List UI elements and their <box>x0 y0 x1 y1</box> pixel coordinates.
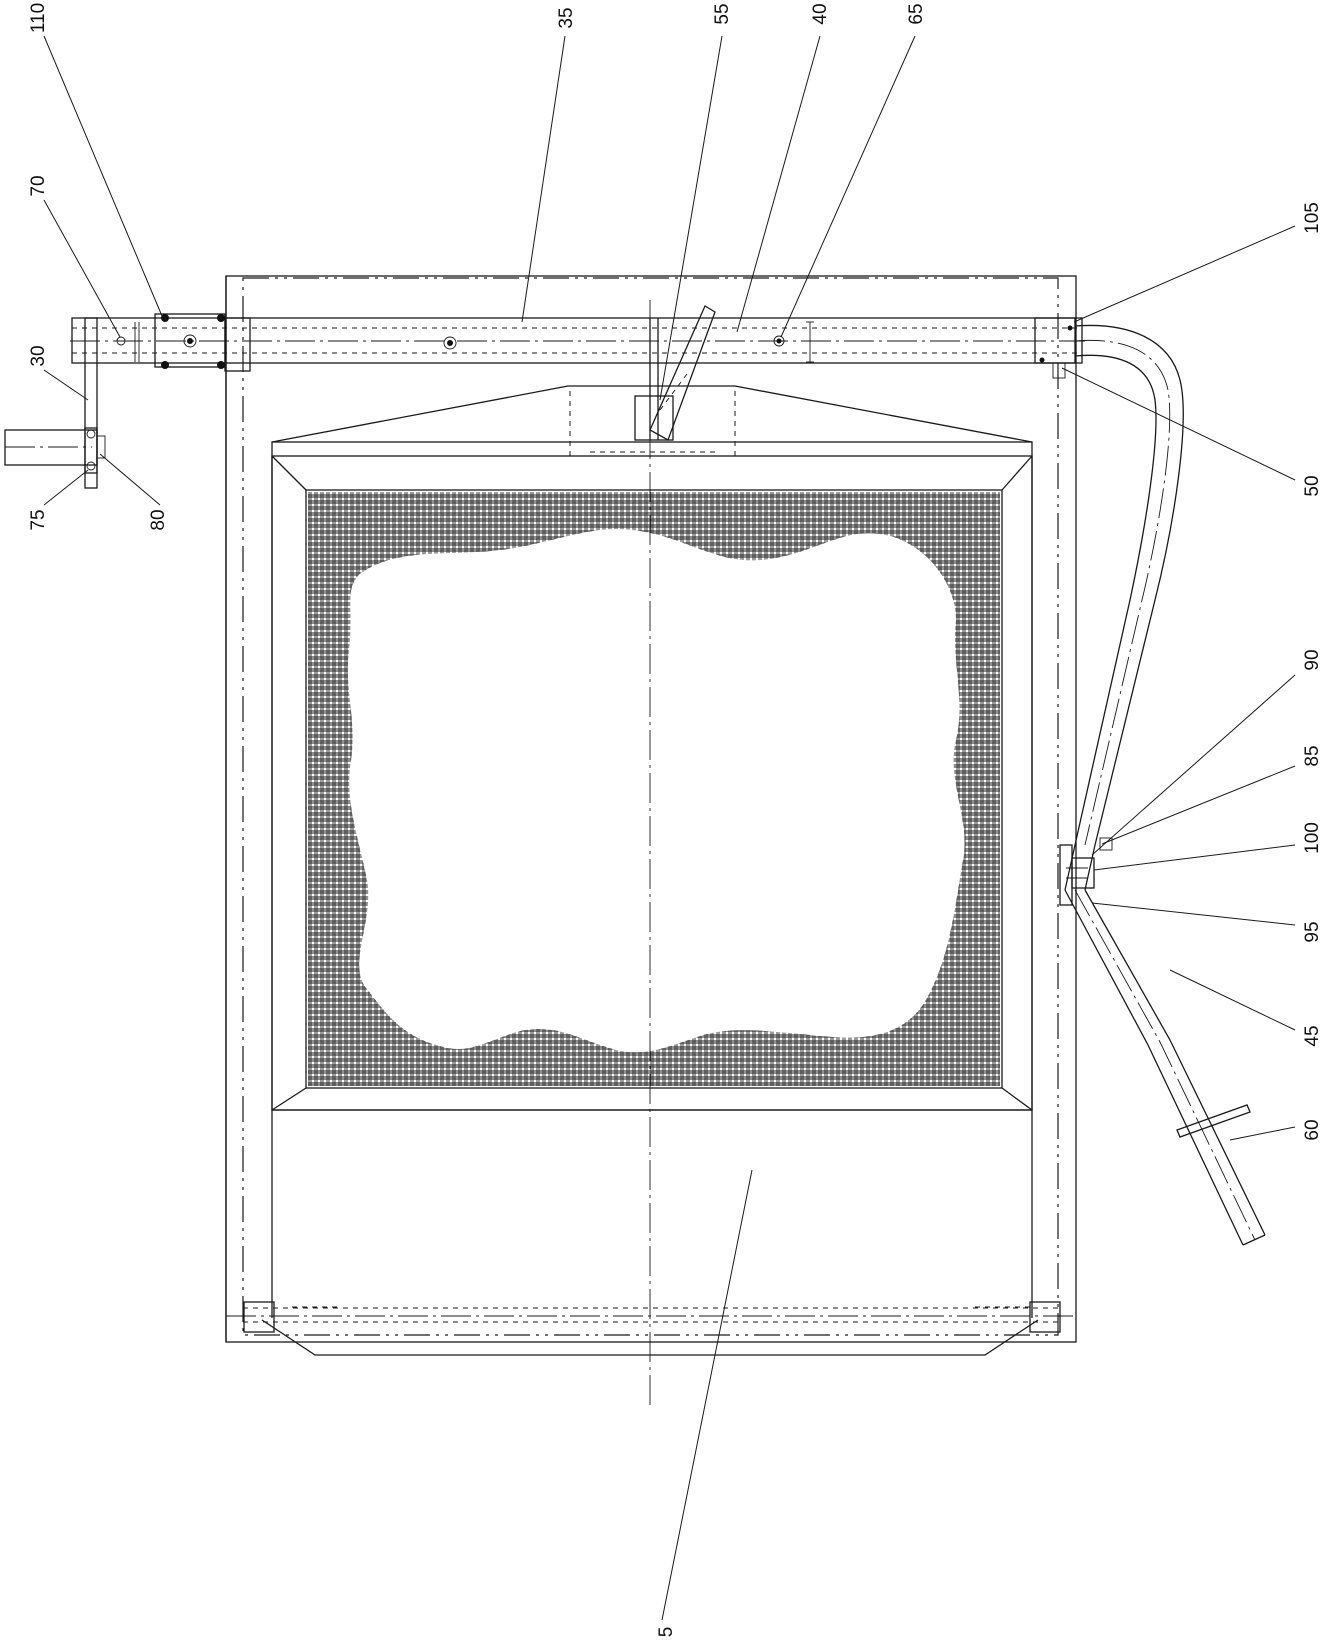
leader-100 <box>1093 844 1296 871</box>
ref-30: 30 <box>28 345 49 366</box>
collection-tray <box>226 1110 1076 1356</box>
leader-lines <box>43 35 1296 1621</box>
center-lever <box>634 305 716 441</box>
leader-35 <box>521 35 566 323</box>
leader-50 <box>1061 367 1296 481</box>
leader-95 <box>1091 902 1296 926</box>
leader-45 <box>1169 969 1296 1031</box>
ref-85: 85 <box>1302 745 1323 766</box>
hopper <box>271 385 1033 457</box>
crank-handle <box>4 317 106 489</box>
ref-90: 90 <box>1302 649 1323 670</box>
ref-100: 100 <box>1302 822 1323 854</box>
leader-75 <box>43 469 89 506</box>
leader-55 <box>659 35 723 401</box>
leader-85 <box>1101 765 1296 845</box>
ref-75: 75 <box>28 509 49 530</box>
ref-80: 80 <box>148 509 169 530</box>
leader-70 <box>43 199 121 338</box>
leader-105 <box>1073 225 1296 323</box>
ref-40: 40 <box>810 3 831 24</box>
leader-110 <box>43 35 163 317</box>
ref-95: 95 <box>1302 921 1323 942</box>
reference-numerals: 110 70 30 75 80 35 55 40 65 105 50 90 85… <box>28 3 1323 1637</box>
ref-35: 35 <box>556 7 577 28</box>
ref-70: 70 <box>28 175 49 196</box>
ref-105: 105 <box>1302 202 1323 234</box>
ref-5: 5 <box>656 1627 677 1638</box>
leader-60 <box>1229 1126 1296 1141</box>
leader-80 <box>99 453 161 506</box>
ref-60: 60 <box>1302 1119 1323 1140</box>
leader-30 <box>43 369 89 401</box>
mesh-cutout <box>347 529 965 1053</box>
ref-50: 50 <box>1302 475 1323 496</box>
leader-65 <box>780 35 916 338</box>
leader-5 <box>661 1169 753 1621</box>
leader-90 <box>1091 674 1296 856</box>
ref-55: 55 <box>712 3 733 24</box>
screen-frame <box>271 441 1033 1111</box>
top-bar <box>70 313 1085 379</box>
ref-65: 65 <box>906 3 927 24</box>
outer-frame <box>225 275 1077 1343</box>
ref-110: 110 <box>28 3 49 33</box>
pipe <box>1059 324 1266 1246</box>
woven-mesh <box>308 492 1000 1086</box>
ref-45: 45 <box>1302 1025 1323 1046</box>
leader-40 <box>736 35 821 333</box>
